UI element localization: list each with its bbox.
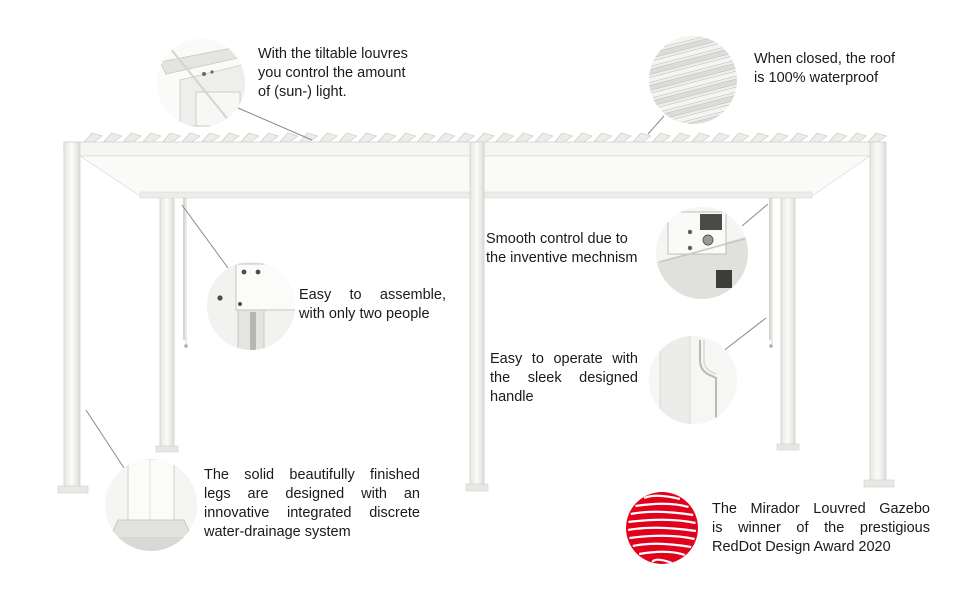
louvre-top [612, 132, 632, 143]
caption-legs: The solid beautifully finished legs are … [204, 467, 420, 540]
caption-waterproof: When closed, the roof is 100% waterproof [754, 51, 896, 86]
back-post-right [776, 194, 800, 451]
louvre-top [318, 132, 338, 143]
detail-circle-handle [649, 336, 737, 424]
closed-slat [649, 43, 737, 78]
reddot-stripe [628, 518, 696, 525]
louvre-top [867, 132, 887, 143]
closed-slat [649, 36, 737, 54]
louvre-top [396, 132, 417, 143]
callout-line-waterproof [647, 115, 665, 135]
callout-line-louvres [237, 107, 313, 141]
detail-circle-waterproof [649, 36, 737, 124]
front-post-middle [465, 141, 489, 492]
louvre-top [494, 132, 515, 143]
callout-line-assemble [181, 204, 229, 269]
reddot-stripe [632, 542, 692, 549]
detail-circle-louvres [157, 39, 245, 127]
callout-line-legs [85, 409, 125, 469]
front-post-right [863, 141, 895, 488]
callout-lines [85, 107, 769, 469]
closed-slat [649, 51, 737, 86]
louvre-top [122, 132, 142, 143]
detail-circle-mechanism [656, 207, 748, 299]
louvre-top [788, 132, 809, 143]
louvre-top [181, 132, 201, 143]
closed-slat [649, 75, 737, 110]
louvre-top [416, 132, 436, 143]
louvre-top [279, 132, 299, 143]
louvre-top [298, 132, 319, 143]
louvre-top [259, 132, 280, 143]
louvre-top [514, 132, 534, 143]
louvre-top [671, 132, 691, 143]
back-post-left [155, 194, 179, 453]
louvre-top [847, 132, 868, 143]
louvre-top [632, 132, 652, 143]
louvre-top [749, 132, 770, 143]
reddot-award-icon [626, 492, 698, 565]
closed-slat [649, 99, 737, 124]
louvre-top [240, 132, 260, 143]
louvre-top [710, 132, 730, 143]
louvre-top [377, 132, 397, 143]
louvre-top [553, 132, 574, 143]
louvre-top [808, 132, 828, 143]
detail-circle-assemble [207, 262, 295, 350]
front-post-left [57, 141, 89, 494]
louvre-top [83, 132, 103, 143]
reddot-stripe [635, 502, 689, 509]
reddot-stripe [638, 550, 686, 557]
louvre-top [592, 132, 613, 143]
louvre-top [769, 132, 789, 143]
louvre-top [534, 132, 554, 143]
callout-line-handle [721, 317, 767, 353]
louvre-top [220, 132, 240, 143]
closed-slat [649, 59, 737, 94]
louvre-top [828, 132, 848, 143]
louvre-top [475, 132, 495, 143]
reddot-stripe [629, 534, 695, 541]
louvre-top [455, 132, 476, 143]
louvre-top [436, 132, 456, 143]
reddot-stripe [643, 494, 681, 501]
louvre-top [200, 132, 221, 143]
caption-assemble: Easy to assemble, with only two people [299, 287, 446, 322]
closed-slat [649, 83, 737, 118]
louvre-top [690, 132, 711, 143]
louvre-top [730, 132, 750, 143]
louvre-top [357, 132, 378, 143]
reddot-stripe [630, 510, 694, 517]
cord-right [769, 198, 773, 348]
closed-slat [649, 67, 737, 102]
reddot-stripe [651, 558, 673, 565]
cord-left [183, 198, 188, 348]
caption-louvres: With the tiltable louvres you control th… [258, 46, 408, 100]
caption-handle: Easy to operate with the sleek designed … [490, 351, 638, 405]
caption-award: The Mirador Louvred Gazebo is winner of … [712, 501, 930, 555]
louvre-top [102, 132, 123, 143]
callout-line-mechanism [741, 203, 769, 227]
louvre-top [651, 132, 672, 143]
louvre-top [161, 132, 182, 143]
caption-mechanism: Smooth control due to the inventive mech… [486, 231, 638, 266]
louvre-top [338, 132, 358, 143]
louvre-top [573, 132, 593, 143]
detail-circle-legs [105, 459, 197, 551]
louvre-top [142, 132, 162, 143]
reddot-stripe [627, 526, 697, 533]
